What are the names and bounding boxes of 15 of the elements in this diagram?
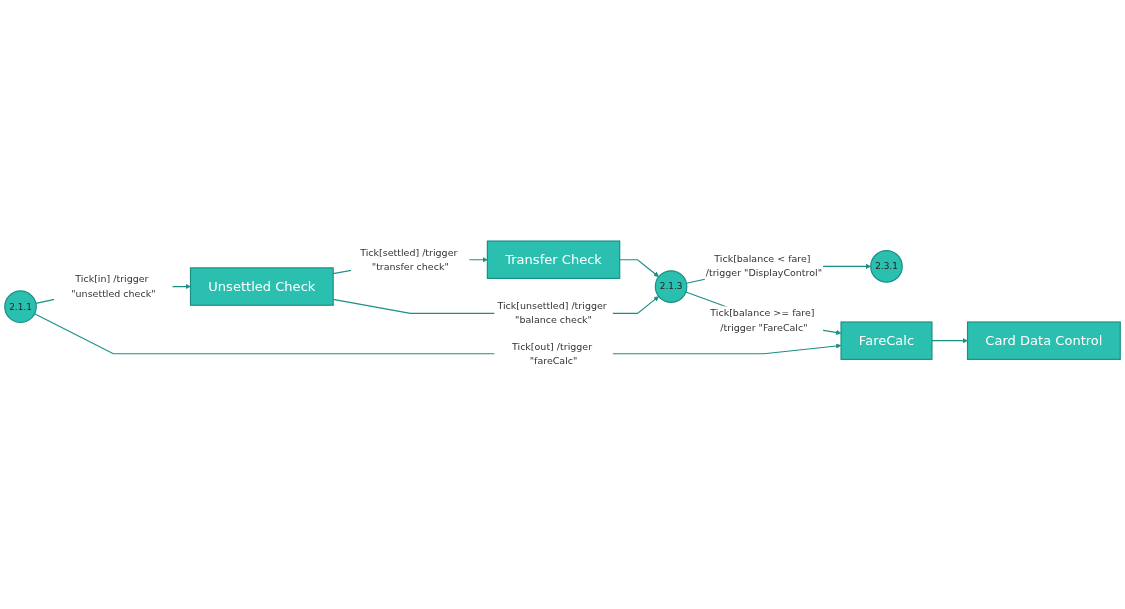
edge-label: Tick[balance >= fare] /trigger "FareCalc": [710, 307, 815, 333]
arrow: [619, 259, 659, 277]
node-box: Transfer Check: [486, 240, 621, 279]
edge-label: Tick[in] /trigger "unsettled check": [71, 273, 156, 300]
node-box: Card Data Control: [966, 321, 1121, 360]
edge-label: Tick[balance < fare] /trigger "DisplayControl": [705, 253, 823, 279]
edge-label: Tick[unsettled] /trigger "balance check": [497, 300, 607, 326]
node-circle: 2.3.1: [870, 250, 903, 283]
node-box: Unsettled Check: [189, 267, 334, 306]
node-circle: 2.1.1: [4, 290, 37, 324]
arrow: [931, 338, 968, 344]
edge-label: Tick[settled] /trigger "transfer check": [360, 246, 458, 273]
edge-label: Tick[out] /trigger "fareCalc": [512, 340, 593, 367]
node-circle: 2.1.3: [654, 270, 688, 303]
node-box: FareCalc: [840, 321, 933, 360]
